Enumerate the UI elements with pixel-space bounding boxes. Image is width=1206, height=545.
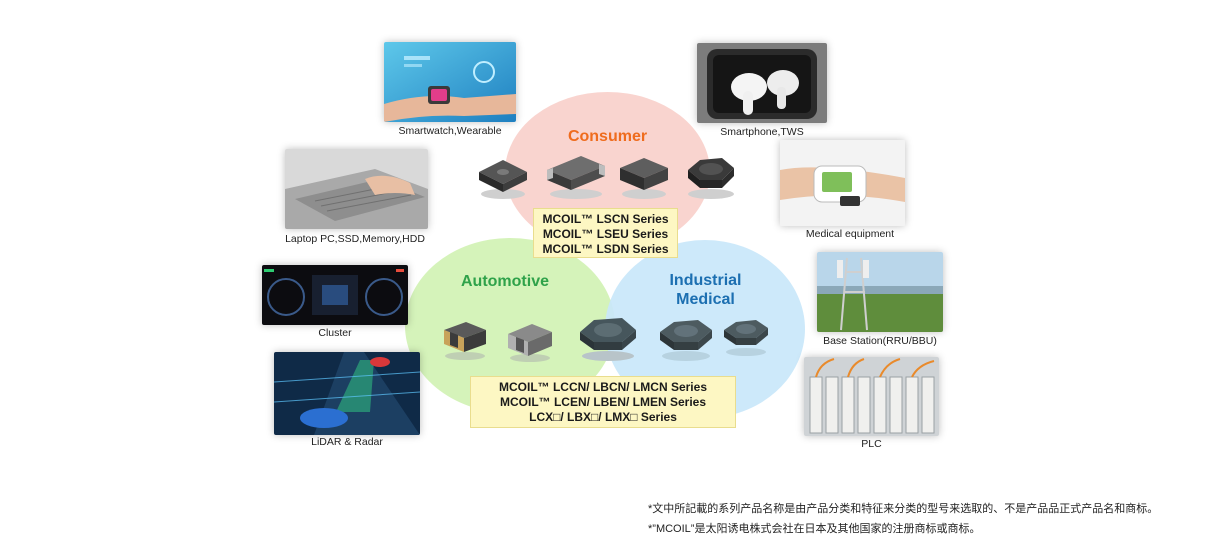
consumer-title: Consumer (567, 128, 648, 145)
series-lsdn: MCOIL™ LSDN Series (542, 242, 669, 256)
series-lcx-lbx-lmx: LCX□/ LBX□/ LMX□ Series (529, 410, 677, 424)
series-lcen-lben-lmen: MCOIL™ LCEN/ LBEN/ LMEN Series (499, 395, 707, 409)
industrial-medical-title: Industrial Medical (648, 271, 763, 309)
consumer-series-box: MCOIL™ LSCN Series MCOIL™ LSEU Series MC… (533, 208, 678, 258)
series-lscn: MCOIL™ LSCN Series (542, 212, 669, 226)
automotive-title: Automotive (461, 273, 549, 290)
laptop-caption: Laptop PC,SSD,Memory,HDD (285, 233, 425, 245)
consumer-component-1 (479, 160, 527, 199)
industrial-component-1 (660, 320, 712, 361)
industrial-component-2 (724, 320, 768, 356)
lidar-radar-photo (274, 352, 420, 435)
plc-photo (804, 357, 939, 436)
medical-equipment-caption: Medical equipment (805, 228, 895, 240)
cluster-photo (262, 265, 408, 325)
automotive-component-2 (508, 324, 552, 362)
cluster-caption: Cluster (318, 327, 352, 339)
consumer-component-4 (688, 158, 734, 199)
plc-caption: PLC (861, 438, 882, 450)
consumer-component-2 (547, 156, 605, 199)
lidar-radar-caption: LiDAR & Radar (311, 436, 383, 448)
footnote-series-names: *文中所記載的系列产品名称是由产品分类和特征来分类的型号来选取的、不是产品品正式… (648, 503, 1159, 515)
smartwatch-caption: Smartwatch,Wearable (398, 125, 502, 137)
medical-title: Medical (676, 291, 735, 308)
consumer-component-3 (620, 158, 668, 199)
automotive-component-1 (444, 322, 486, 360)
base-station-photo (817, 252, 943, 332)
footnote-trademark: *”MCOIL”是太阳诱电株式会社在日本及其他国家的注册商标或商标。 (648, 523, 981, 535)
smartphone-photo (697, 43, 827, 123)
laptop-photo (285, 149, 428, 229)
automotive-industrial-series-box: MCOIL™ LCCN/ LBCN/ LMCN Series MCOIL™ LC… (470, 376, 736, 428)
smartphone-caption: Smartphone,TWS (720, 126, 804, 138)
industrial-title: Industrial (669, 272, 742, 289)
smartwatch-photo (384, 42, 516, 122)
base-station-caption: Base Station(RRU/BBU) (823, 335, 937, 347)
series-lseu: MCOIL™ LSEU Series (542, 227, 669, 241)
series-lccn-lbcn-lmcn: MCOIL™ LCCN/ LBCN/ LMCN Series (498, 380, 707, 394)
medical-equipment-photo (780, 140, 905, 226)
shared-component-1 (580, 318, 636, 361)
